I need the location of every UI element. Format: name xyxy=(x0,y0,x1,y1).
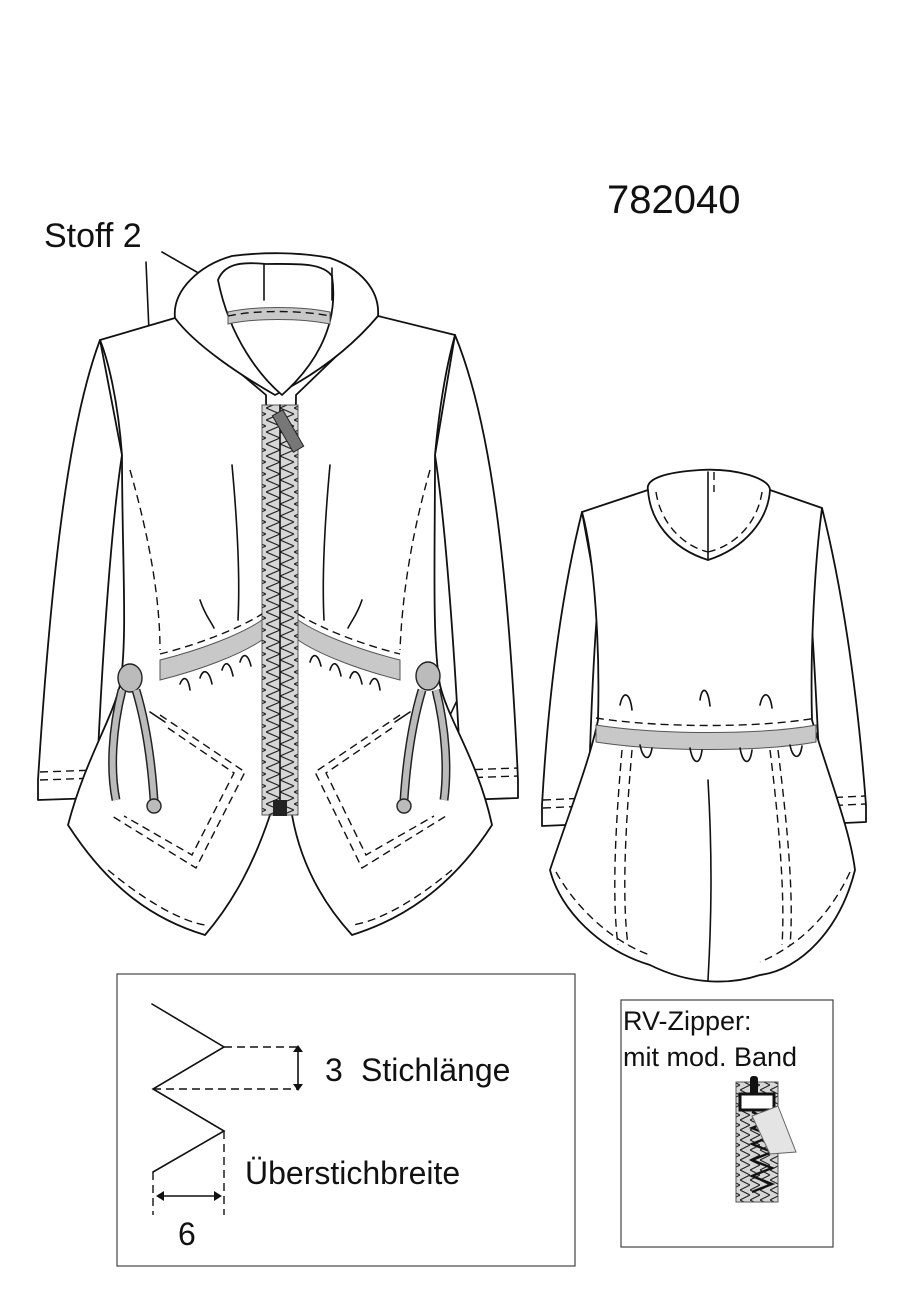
overstitch-width-value: 6 xyxy=(178,1216,196,1252)
drawstring-right xyxy=(396,661,451,814)
front-pocket-right xyxy=(314,711,447,870)
hood-inner xyxy=(217,262,335,396)
zipper-detail-drawing xyxy=(735,1076,797,1203)
overstitch-width-label: Überstichbreite xyxy=(245,1155,460,1191)
zipper-detail-box xyxy=(620,999,834,1248)
stitch-length-label: Stichlänge xyxy=(361,1052,510,1088)
back-right-sleeve xyxy=(809,507,867,825)
zipper-pull xyxy=(271,409,305,453)
back-left-sleeve xyxy=(541,511,599,827)
zipper-subtitle: mit mod. Band xyxy=(623,1042,797,1072)
stitch-length-value: 3 xyxy=(325,1052,343,1088)
back-waist-band xyxy=(595,724,817,750)
front-view-jacket xyxy=(37,252,519,936)
back-view-jacket xyxy=(541,468,867,983)
front-left-panel xyxy=(67,317,271,936)
back-hood xyxy=(647,468,771,561)
stitch-detail-box xyxy=(116,973,576,1267)
front-pocket-left xyxy=(111,711,246,869)
waist-gathers xyxy=(179,464,381,691)
front-right-sleeve xyxy=(434,334,519,801)
model-number: 782040 xyxy=(607,178,740,222)
zipper-title: RV-Zipper: xyxy=(623,1006,752,1036)
hood-neck-band xyxy=(227,307,331,325)
zipper-stop xyxy=(273,800,287,816)
fabric-label: Stoff 2 xyxy=(44,217,142,255)
drawstring-left xyxy=(108,663,162,814)
back-gathers xyxy=(619,689,803,763)
front-left-sleeve xyxy=(37,339,123,801)
front-waist-band xyxy=(159,619,263,681)
